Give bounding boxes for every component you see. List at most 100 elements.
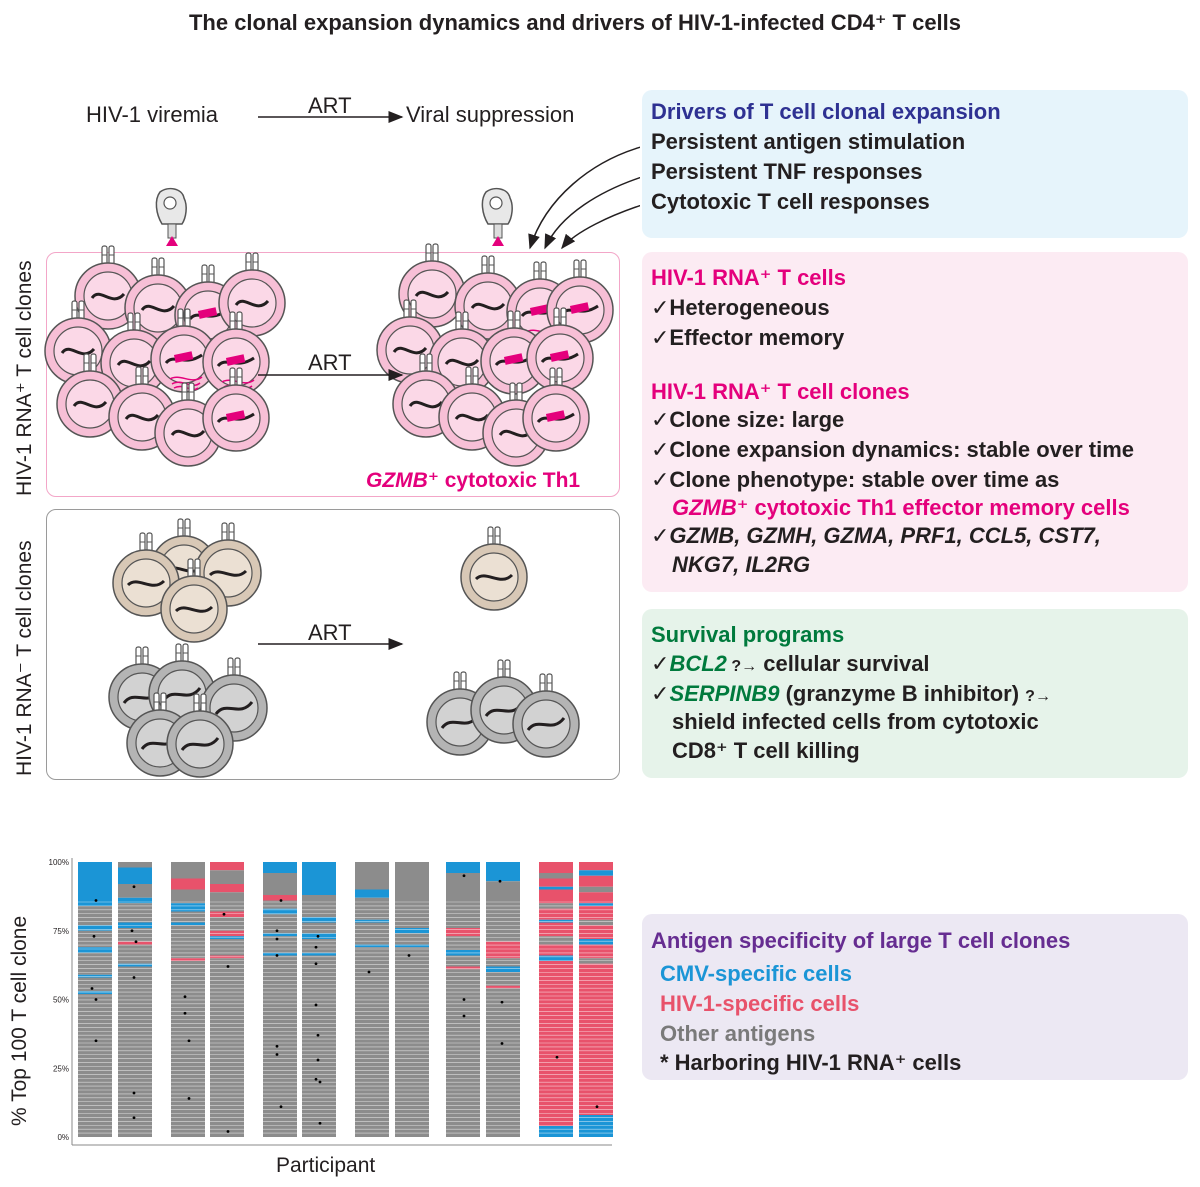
bar-segment-hiv <box>539 961 573 1126</box>
bar-segment-other <box>210 917 244 931</box>
rna-positive-frame <box>46 252 620 497</box>
cell-illustration <box>0 111 640 790</box>
bar-segment-other <box>486 972 520 986</box>
bar-segment-other <box>78 952 112 975</box>
bar-segment-other <box>395 933 429 945</box>
rna-positive-star <box>132 976 136 979</box>
bar-segment-cmv <box>302 917 336 923</box>
bar-segment-other <box>118 944 152 964</box>
bar-segment-cmv <box>355 889 389 898</box>
bar-segment-other <box>263 936 297 953</box>
bcl2-gene: BCL2 <box>669 651 727 676</box>
hiv-rna-cells-item: ✓Effector memory <box>651 325 845 350</box>
bar-segment-cmv <box>539 886 573 890</box>
maybe-arrow-icon: ?→ <box>1025 688 1051 705</box>
bar-segment-cmv <box>486 966 520 972</box>
bar-segment-cmv <box>579 939 613 945</box>
check-mark: ✓ <box>651 651 670 676</box>
bar-segment-other <box>446 969 480 1137</box>
bar-segment-hiv <box>539 944 573 956</box>
gzmb-effector-line: GZMB⁺ cytotoxic Th1 effector memory cell… <box>672 493 1130 523</box>
bar-segment-other <box>118 862 152 868</box>
y-tick-label: 25% <box>53 1064 69 1073</box>
rna-positive-star <box>367 970 371 974</box>
rna-positive-star <box>94 998 98 1001</box>
bar-segment-other <box>446 936 480 950</box>
drivers-title: Drivers of T cell clonal expansion <box>651 99 1001 124</box>
bar-segment-hiv <box>539 862 573 873</box>
rna-positive-star <box>92 934 96 938</box>
driver-item: Cytotoxic T cell responses <box>651 189 930 214</box>
check-mark: ✓ <box>651 681 670 706</box>
y-tick-label: 75% <box>53 927 69 936</box>
bar-segment-hiv <box>579 944 613 959</box>
y-tick-label: 100% <box>49 858 69 867</box>
gzmb-effector-rest: cytotoxic Th1 effector memory cells <box>748 495 1130 520</box>
rna-positive-star <box>275 1044 279 1048</box>
bar-segment-cmv <box>579 870 613 876</box>
rna-positive-star <box>462 874 466 878</box>
rna-positive-star <box>275 954 279 957</box>
bar-segment-other <box>579 919 613 926</box>
bar-segment-other <box>78 906 112 926</box>
survival-line4: CD8⁺ T cell killing <box>672 738 860 763</box>
bar-segment-other <box>355 947 389 1137</box>
bar-segment-other <box>302 922 336 934</box>
legend-cmv: CMV-specific cells <box>660 961 852 986</box>
bar-segment-other <box>118 966 152 1137</box>
bar-segment-cmv <box>78 925 112 931</box>
antigen-panel: Antigen specificity of large T cell clon… <box>642 914 1188 1080</box>
rna-positive-star <box>275 929 279 933</box>
art-label-mid: ART <box>308 350 352 375</box>
bar-segment-cmv <box>579 1115 613 1137</box>
bar-segment-hiv <box>486 941 520 959</box>
hiv-rna-cells-item: ✓Heterogeneous <box>651 295 830 320</box>
rna-negative-frame <box>46 509 620 780</box>
bar-segment-cmv <box>118 963 152 967</box>
rna-positive-star <box>279 899 283 902</box>
bar-segment-other <box>263 873 297 895</box>
bar-segment-cmv <box>395 928 429 934</box>
bar-segment-other <box>171 961 205 1137</box>
drivers-panel: Drivers of T cell clonal expansion Persi… <box>642 90 1188 238</box>
driver-item: Persistent antigen stimulation <box>651 129 966 154</box>
bar-segment-other <box>579 886 613 893</box>
bar-segment-hiv <box>539 878 573 887</box>
bar-segment-cmv <box>263 933 297 937</box>
bar-segment-hiv <box>539 889 573 904</box>
rna-positive-star <box>226 1130 230 1133</box>
bar-segment-other <box>395 947 429 1137</box>
driver-item: Persistent TNF responses <box>651 159 923 184</box>
bar-segment-cmv <box>302 862 336 895</box>
gzmb-cytotoxic-label: GZMB⁺ cytotoxic Th1 <box>366 468 580 493</box>
rna-positive-star <box>316 1033 320 1037</box>
bar-segment-hiv <box>118 941 152 945</box>
bar-segment-other <box>355 862 389 890</box>
viremia-label: HIV-1 viremia <box>86 102 219 127</box>
bar-segment-hiv <box>579 906 613 920</box>
bar-segment-other <box>118 928 152 942</box>
legend-hiv: HIV-1-specific cells <box>660 991 860 1016</box>
bar-segment-other <box>210 870 244 884</box>
bar-segment-cmv <box>539 1126 573 1137</box>
rna-positive-star <box>314 945 318 949</box>
serpin-rest: (granzyme B inhibitor) <box>779 681 1026 706</box>
bar-segment-hiv <box>486 985 520 989</box>
bar-segment-other <box>210 958 244 1137</box>
bar-segment-other <box>302 955 336 1137</box>
bar-segment-cmv <box>263 952 297 956</box>
bcl2-rest: cellular survival <box>757 651 930 676</box>
rna-positive-star <box>500 1000 504 1004</box>
antigen-title: Antigen specificity of large T cell clon… <box>651 928 1071 953</box>
bar-segment-other <box>118 884 152 898</box>
bar-segment-other <box>539 936 573 945</box>
figure-title: The clonal expansion dynamics and driver… <box>188 10 962 35</box>
bar-segment-hiv <box>210 884 244 893</box>
rna-positive-star <box>222 912 226 916</box>
rna-positive-star <box>316 1058 320 1062</box>
bar-segment-other <box>355 897 389 920</box>
bar-segment-other <box>171 862 205 879</box>
survival-panel: Survival programs ✓BCL2 ?→ cellular surv… <box>642 609 1188 778</box>
bar-segment-other <box>395 862 429 928</box>
bar-segment-hiv <box>446 928 480 937</box>
